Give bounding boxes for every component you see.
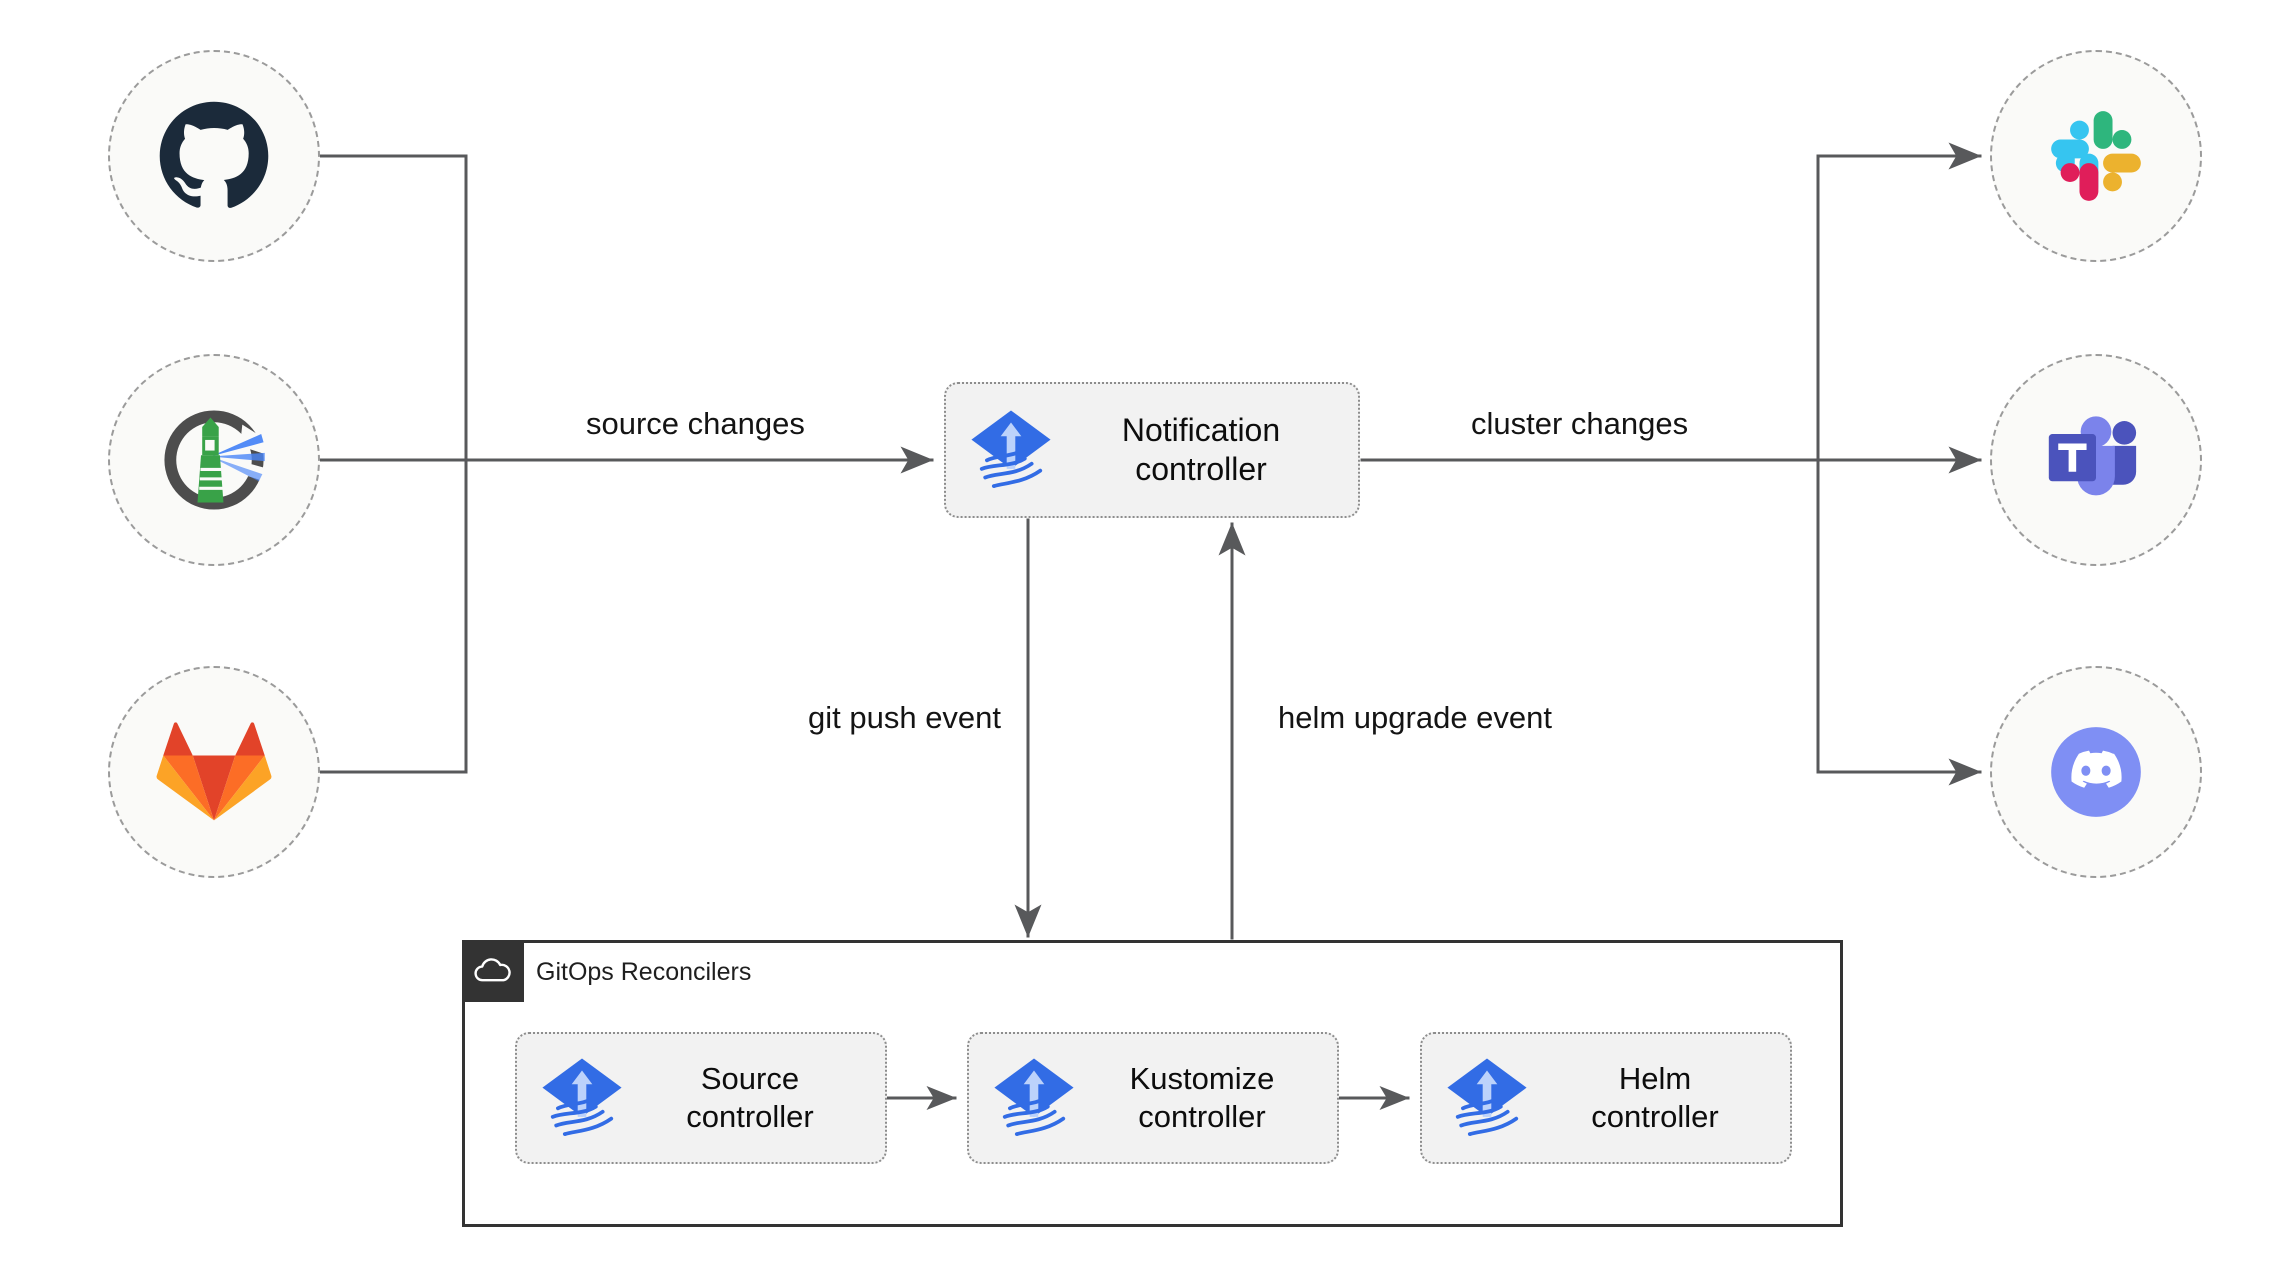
group-gitops-reconcilers xyxy=(462,940,1843,1227)
slack-icon xyxy=(2051,111,2141,201)
gitlab-icon xyxy=(156,722,272,821)
source-node-gitlab[interactable] xyxy=(108,666,320,878)
edge-github-to-bus xyxy=(318,154,468,462)
group-title: GitOps Reconcilers xyxy=(536,958,752,986)
microsoft-teams-icon xyxy=(2048,416,2137,496)
destination-node-slack[interactable] xyxy=(1990,50,2202,262)
node-helm-controller[interactable]: Helm controller xyxy=(1420,1032,1792,1164)
node-label: Source controller xyxy=(686,1061,814,1134)
edge-gitlab-to-bus xyxy=(318,458,468,774)
flux-controller-icon xyxy=(542,1058,622,1137)
flux-controller-icon xyxy=(994,1058,1074,1137)
destination-node-teams[interactable] xyxy=(1990,354,2202,566)
edge-label-helm-upgrade-event: helm upgrade event xyxy=(1270,700,1561,736)
node-label: Kustomize controller xyxy=(1129,1061,1275,1134)
source-node-github[interactable] xyxy=(108,50,320,262)
node-source-controller[interactable]: Source controller xyxy=(515,1032,887,1164)
edge-label-cluster-changes: cluster changes xyxy=(1463,406,1697,442)
flux-controller-icon xyxy=(1447,1058,1527,1137)
destination-node-discord[interactable] xyxy=(1990,666,2202,878)
node-notification-controller[interactable]: Notification controller xyxy=(944,382,1360,518)
cloud-icon xyxy=(474,958,511,982)
flux-lighthouse-icon xyxy=(164,410,271,510)
discord-icon xyxy=(2051,727,2141,817)
node-label: Notification controller xyxy=(1121,411,1281,487)
flux-controller-icon xyxy=(971,410,1051,489)
group-badge xyxy=(462,940,524,1002)
edge-label-git-push-event: git push event xyxy=(800,700,1010,736)
source-node-flux[interactable] xyxy=(108,354,320,566)
node-label: Helm controller xyxy=(1591,1061,1719,1134)
node-kustomize-controller[interactable]: Kustomize controller xyxy=(967,1032,1339,1164)
github-icon xyxy=(159,101,269,208)
edge-label-source-changes: source changes xyxy=(578,406,813,442)
